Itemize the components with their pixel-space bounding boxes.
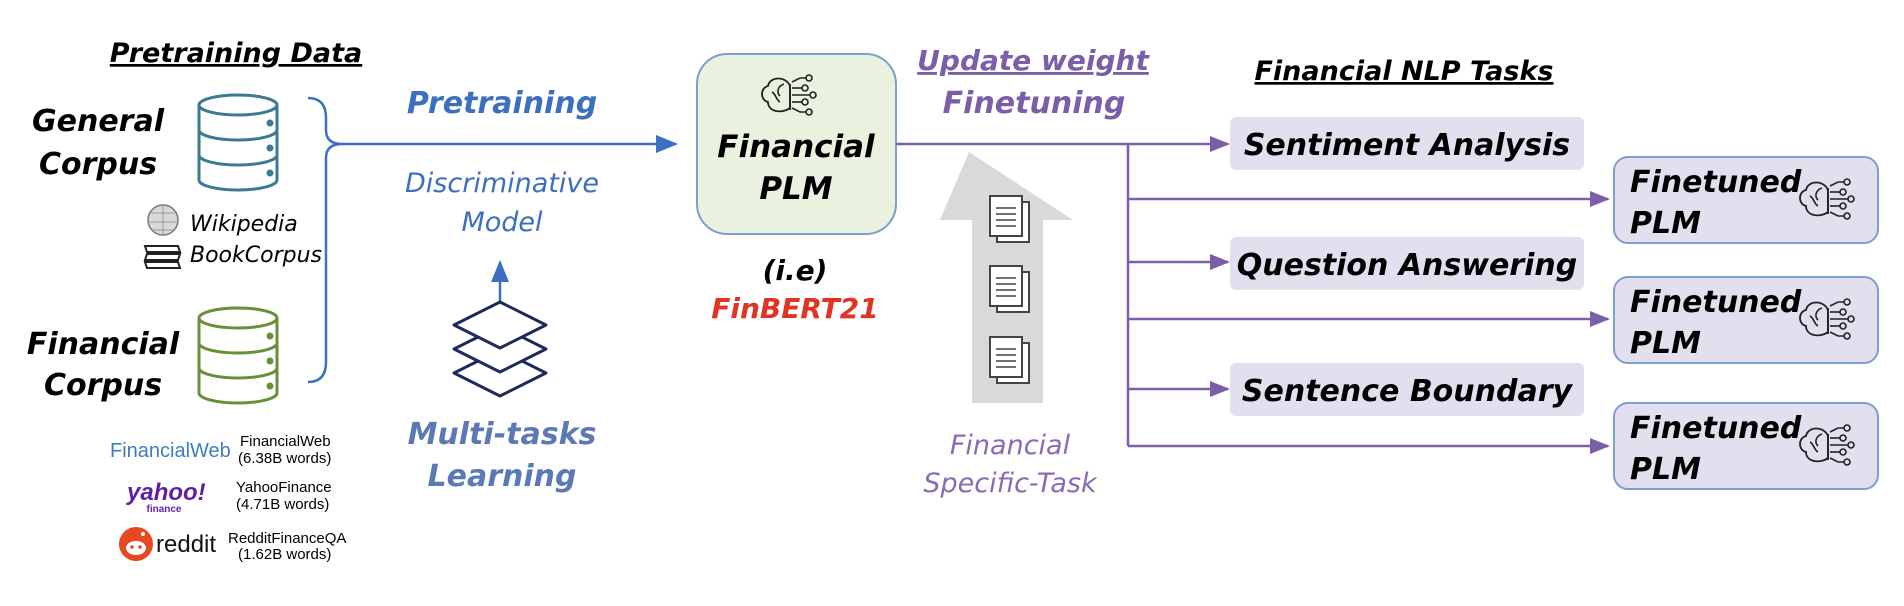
layers-icon (452, 300, 548, 398)
financial-plm-label-line1: Financial (717, 129, 875, 165)
corpus-bracket (307, 96, 343, 384)
bookcorpus-label: BookCorpus (190, 243, 322, 268)
document-icon-2 (989, 265, 1030, 313)
task-question-answering: Question Answering (1237, 248, 1578, 283)
specific-task-label-line1: Financial (950, 430, 1071, 461)
finetuned-label-3-line2: PLM (1630, 452, 1701, 487)
general-database-icon (197, 93, 279, 192)
task-box-sentence-boundary (1230, 363, 1584, 416)
reddit-alien-icon (119, 527, 153, 561)
example-prefix: (i.e) (763, 254, 828, 287)
redditfinanceqa-size: (1.62B words) (238, 546, 331, 563)
redditfinanceqa-name: RedditFinanceQA (228, 530, 346, 547)
document-icon-3 (989, 336, 1030, 384)
finetuned-label-3-line1: Finetuned (1630, 411, 1802, 446)
general-corpus-label-line2: Corpus (39, 147, 157, 182)
wikipedia-label: Wikipedia (190, 212, 298, 237)
finetuned-plm-box-3: Finetuned PLM (1613, 402, 1879, 490)
specific-task-label-line2: Specific-Task (923, 468, 1098, 499)
yahoofinance-size: (4.71B words) (236, 496, 329, 513)
multitask-label-line1: Multi-tasks (408, 417, 597, 452)
finetune-connectors (896, 136, 1610, 454)
financialweb-logo: FinancialWeb (110, 440, 231, 462)
finetuning-label: Finetuning (943, 86, 1126, 121)
reddit-logo-text: reddit (156, 531, 216, 558)
wikipedia-globe-icon (147, 204, 179, 236)
financial-database-icon (197, 306, 279, 405)
task-sentence-boundary: Sentence Boundary (1242, 374, 1574, 409)
finbert21-label: FinBERT21 (711, 292, 879, 325)
books-icon (143, 245, 182, 269)
financial-corpus-label-line1: Financial (27, 327, 180, 362)
pretraining-data-heading: Pretraining Data (110, 38, 362, 69)
update-weight-label: Update weight (917, 44, 1150, 77)
document-icon-1 (989, 195, 1030, 243)
discriminative-label-line2: Model (461, 207, 543, 238)
yahoo-logo-sub: finance (146, 504, 181, 515)
task-box-qa (1230, 237, 1584, 290)
yahoo-logo: yahoo! (126, 479, 206, 506)
finetuned-label-1-line1: Finetuned (1630, 165, 1802, 200)
financial-corpus-label-line2: Corpus (44, 368, 162, 403)
nlp-tasks-heading: Financial NLP Tasks (1254, 56, 1553, 87)
financial-plm-label-line2: PLM (759, 171, 832, 207)
task-sentiment-analysis: Sentiment Analysis (1244, 128, 1570, 163)
financialweb-name: FinancialWeb (240, 433, 331, 450)
finetuned-label-2-line1: Finetuned (1630, 285, 1802, 320)
financialweb-size: (6.38B words) (238, 450, 331, 467)
task-box-sentiment (1230, 117, 1584, 170)
yahoofinance-name: YahooFinance (236, 479, 332, 496)
pretraining-label: Pretraining (407, 86, 597, 121)
multitask-label-line2: Learning (428, 459, 577, 494)
finetuned-label-2-line2: PLM (1630, 326, 1701, 361)
finetuned-plm-box-1: Finetuned PLM (1613, 156, 1879, 244)
finetuned-plm-box-2: Finetuned PLM (1613, 276, 1879, 364)
general-corpus-label-line1: General (32, 104, 165, 139)
discriminative-label-line1: Discriminative (405, 168, 599, 199)
finetuned-label-1-line2: PLM (1630, 206, 1701, 241)
